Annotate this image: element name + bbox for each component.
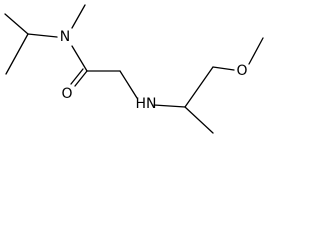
bond-ether-oxygen-methyl [248, 37, 264, 65]
bond-amine-methine [153, 104, 186, 108]
bond-isopropyl-to-nitrogen [27, 33, 58, 38]
bond-methylene-amine [119, 70, 138, 99]
bond-isopropyl-methyl-lower [5, 33, 29, 75]
bond-carbonyl-double-b [70, 68, 84, 85]
molecule-structure-diagram: N O HN O [4, 4, 264, 134]
bond-methylene-ether-oxygen [212, 66, 235, 71]
bond-methine-methylene [184, 66, 214, 108]
atom-label-amide-nitrogen: N [60, 29, 70, 45]
atom-label-amine-nitrogen: HN [136, 96, 157, 112]
bond-nitrogen-carbonyl [71, 45, 88, 72]
atom-label-ether-oxygen: O [236, 63, 247, 79]
bond-methine-methyl [184, 106, 214, 134]
atom-label-carbonyl-oxygen: O [61, 86, 72, 102]
bond-isopropyl-methyl-upper [4, 13, 29, 35]
bond-carbonyl-double-a [74, 70, 88, 87]
bond-nitrogen-methyl [71, 4, 86, 29]
